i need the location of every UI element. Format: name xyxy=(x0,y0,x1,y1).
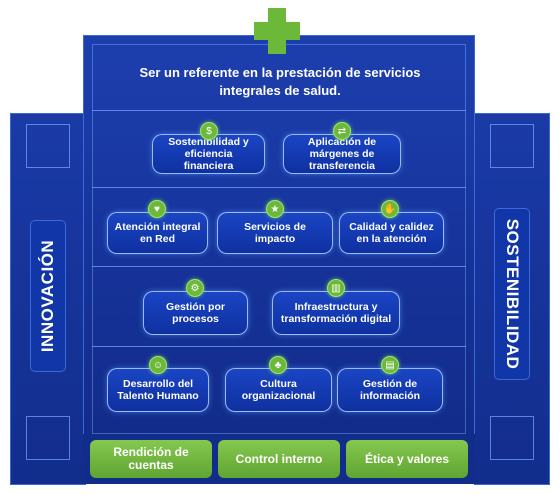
medal-icon: ★ xyxy=(266,200,284,218)
pillar-bottom-square xyxy=(26,416,70,460)
objective-node: Infraestructura y transformación digital xyxy=(272,291,400,335)
footer-control: Control interno xyxy=(218,440,340,478)
people-icon: ☺ xyxy=(149,356,167,374)
objective-node: Servicios de impacto xyxy=(217,212,333,254)
row-separator xyxy=(92,110,466,111)
stethoscope-icon: ♥ xyxy=(148,200,166,218)
coin-stack-icon: $ xyxy=(200,122,218,140)
objective-node: Cultura organizacional xyxy=(225,368,332,412)
objective-node: Sostenibilidad y eficiencia financiera xyxy=(152,134,265,174)
row-separator xyxy=(92,266,466,267)
health-cross-icon-bar xyxy=(254,22,300,40)
objective-node: Gestión por procesos xyxy=(143,291,248,335)
pillar-label-innovacion: INNOVACIÓN xyxy=(38,239,57,353)
pillar-bottom-square xyxy=(490,416,534,460)
pillar-top-square xyxy=(490,124,534,168)
row-separator xyxy=(92,346,466,347)
row-separator xyxy=(92,187,466,188)
pillar-band: SOSTENIBILIDAD xyxy=(495,209,529,379)
objective-node: Atención integral en Red xyxy=(107,212,208,254)
objective-node: Gestión de información xyxy=(337,368,443,412)
building-icon: ▥ xyxy=(327,279,345,297)
pillar-top-square xyxy=(26,124,70,168)
chat-icon: ▤ xyxy=(381,356,399,374)
handshake-icon: ✋ xyxy=(381,200,399,218)
pillar-label-sostenibilidad: SOSTENIBILIDAD xyxy=(503,218,522,370)
mission-statement: Ser un referente en la prestación de ser… xyxy=(139,65,421,98)
team-icon: ♣ xyxy=(269,356,287,374)
transfer-icon: ⇄ xyxy=(333,122,351,140)
footer-etica: Ética y valores xyxy=(346,440,468,478)
pillar-innovacion: INNOVACIÓN xyxy=(10,113,86,485)
pillar-sostenibilidad: SOSTENIBILIDAD xyxy=(474,113,550,485)
objective-node: Desarrollo del Talento Humano xyxy=(107,368,209,412)
gears-icon: ⚙ xyxy=(186,279,204,297)
footer-rendicion: Rendición de cuentas xyxy=(90,440,212,478)
pillar-band: INNOVACIÓN xyxy=(31,221,65,371)
